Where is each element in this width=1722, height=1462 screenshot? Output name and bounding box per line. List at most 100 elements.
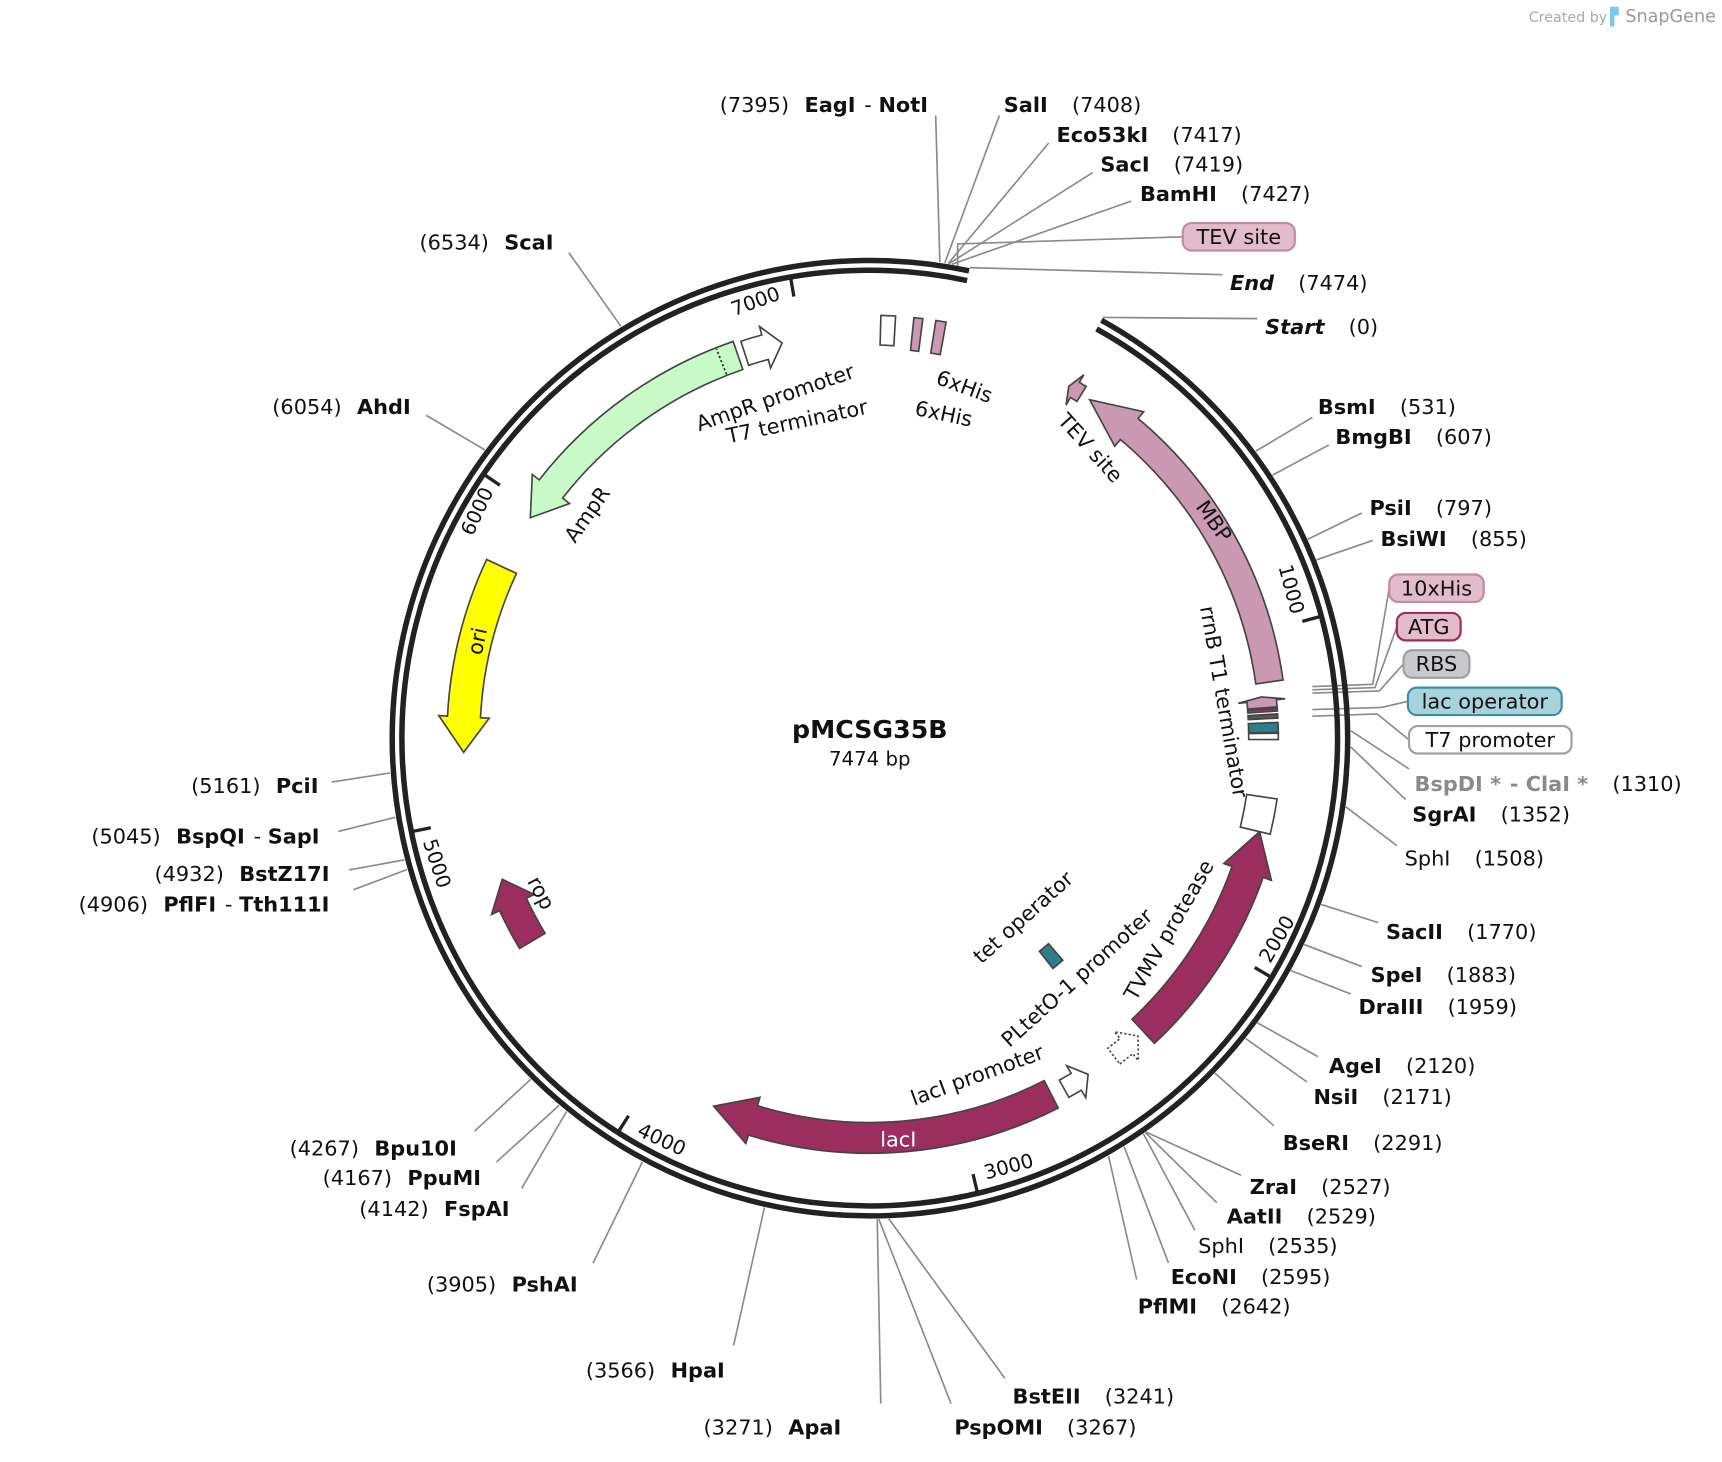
callout-box[interactable] [1402,649,1471,679]
callout-box[interactable] [1407,724,1573,755]
enzyme-name: BmgBI [1335,425,1411,449]
feature-laci-promoter[interactable] [1058,1064,1089,1101]
tick-mark [789,278,796,297]
callout-box[interactable] [1181,221,1296,252]
feature-mbp[interactable] [1088,398,1284,685]
enzyme-site-label[interactable]: BsmI(531) [1318,395,1456,419]
feature-ampr[interactable] [529,340,744,519]
enzyme-site-label[interactable]: EcoNI(2595) [1171,1265,1331,1289]
enzyme-position: (3905) [427,1273,496,1297]
feature-ampr-promoter[interactable] [739,324,784,371]
feature-t7-promoter[interactable] [1247,732,1280,741]
enzyme-site-label[interactable]: PflMI(2642) [1138,1295,1291,1319]
enzyme-site-label[interactable]: (5045)BspQI- SapI [91,825,319,849]
feature-tet-operator[interactable] [1038,942,1065,970]
enzyme-leader-line [495,1104,560,1163]
enzyme-position: (2535) [1268,1234,1337,1258]
enzyme-site-label[interactable]: ZraI(2527) [1250,1175,1391,1199]
enzyme-site-label[interactable]: BseRI(2291) [1283,1131,1443,1155]
enzyme-site-label[interactable]: DraIII(1959) [1358,995,1517,1019]
enzyme-site-label[interactable]: BsiWI(855) [1380,527,1527,551]
enzyme-site-label[interactable]: (6534)ScaI [420,230,554,254]
callout-label: 10xHis [1401,576,1472,600]
enzyme-site-label[interactable]: (4906)PflFI- Tth111I [79,893,330,917]
enzyme-site-label[interactable]: NsiI(2171) [1313,1085,1451,1109]
backbone-strand [389,257,1351,1219]
enzyme-site-label[interactable]: Start(0) [1265,315,1378,339]
enzyme-position: (855) [1471,527,1527,551]
enzyme-leader-line [331,772,391,783]
feature-6xhis[interactable] [909,316,924,353]
feature-ori[interactable] [437,558,518,754]
enzyme-name: AgeI [1329,1054,1382,1078]
feature-6xhis[interactable] [929,319,948,356]
enzyme-site-label[interactable]: BamHI(7427) [1140,182,1310,206]
enzyme-leader-line [1145,1131,1242,1176]
enzyme-site-label[interactable]: (6054)AhdI [272,395,410,419]
feature-pltet-promoter[interactable] [1106,1030,1140,1066]
enzyme-site-label[interactable]: (4932)BstZ17I [155,862,330,886]
enzyme-site-label[interactable]: (7395)EagI- NotI [720,93,928,117]
enzyme-site-label[interactable]: SacII(1770) [1386,920,1537,944]
enzyme-site-label[interactable]: PsiI(797) [1369,496,1492,520]
enzyme-site-label[interactable]: SacI(7419) [1100,152,1243,176]
enzyme-site-label[interactable]: BspDI *- ClaI *(1310) [1415,772,1682,796]
enzyme-site-label[interactable]: SphI(1508) [1405,847,1544,871]
snapgene-brand: SnapGene [1625,7,1716,27]
enzyme-leader-line [1316,539,1374,561]
feature-label-laci: lacI [880,1128,916,1152]
enzyme-leader-line [1102,316,1258,320]
enzyme-leader-line [948,171,1094,265]
enzyme-site-label[interactable]: Eco53kI(7417) [1056,123,1241,147]
enzyme-position: (4932) [155,862,224,886]
enzyme-name: NotI [878,93,928,117]
enzyme-leader-line [1142,1133,1196,1231]
callout-label: RBS [1416,652,1458,676]
enzyme-site-label[interactable]: (3271)ApaI [704,1415,842,1439]
enzyme-site-label[interactable]: (4267)Bpu10I [290,1136,457,1160]
feature-rbs[interactable] [1247,712,1279,721]
callout-box[interactable] [1388,573,1485,604]
separator: - [864,93,878,117]
enzyme-site-label[interactable]: BmgBI(607) [1335,425,1491,449]
enzyme-leader-line [592,1161,644,1264]
enzyme-position: (4167) [323,1166,392,1190]
enzyme-site-label[interactable]: (4142)FspAI [359,1197,509,1221]
features [437,314,1286,1155]
enzyme-site-label[interactable]: SphI(2535) [1198,1234,1337,1258]
enzyme-site-label[interactable]: BstEII(3241) [1013,1385,1175,1409]
callout-leader-line [1312,713,1410,741]
feature-lac-operator[interactable] [1247,721,1280,734]
callout-box[interactable] [1395,611,1462,642]
tick-mark [1253,966,1271,978]
enzyme-position: (2120) [1406,1054,1475,1078]
callout-label: ATG [1408,615,1450,639]
enzyme-site-label[interactable]: End(7474) [1230,271,1368,295]
enzyme-site-label[interactable]: SpeI(1883) [1371,963,1516,987]
enzyme-name: SalI [1004,93,1048,117]
enzyme-site-label[interactable]: AgeI (2120) [1329,1054,1476,1078]
callout-box[interactable] [1406,686,1563,717]
feature-atg[interactable] [1246,707,1279,714]
enzyme-site-label[interactable]: SalI(7408) [1004,93,1142,117]
feature-tev-site[interactable] [1065,374,1088,406]
enzyme-site-label[interactable]: (3566)HpaI [586,1358,725,1382]
feature-t7-terminator[interactable] [879,314,897,347]
feature-rop[interactable] [490,878,547,950]
feature-rrnb-terminator[interactable] [1239,793,1279,836]
feature-tvmv-protease[interactable] [1130,830,1273,1045]
enzyme-site-label[interactable]: PspOMI(3267) [954,1415,1136,1439]
enzyme-site-label[interactable]: (3905)PshAI [427,1273,578,1297]
enzyme-position: (5045) [91,825,160,849]
separator: - [254,825,268,849]
enzyme-name: PciI [276,774,319,798]
enzyme-site-label[interactable]: SgrAI(1352) [1412,803,1570,827]
enzyme-site-label[interactable]: (4167)PpuMI [323,1166,481,1190]
enzyme-site-label[interactable]: (5161)PciI [191,774,318,798]
enzyme-position: (6054) [272,395,341,419]
enzyme-leader-line [1123,1146,1170,1264]
feature-10xhis[interactable] [1238,696,1286,710]
feature-laci[interactable] [712,1079,1060,1155]
enzyme-site-label[interactable]: AatII(2529) [1227,1205,1376,1229]
enzyme-name: Bpu10I [374,1136,456,1160]
